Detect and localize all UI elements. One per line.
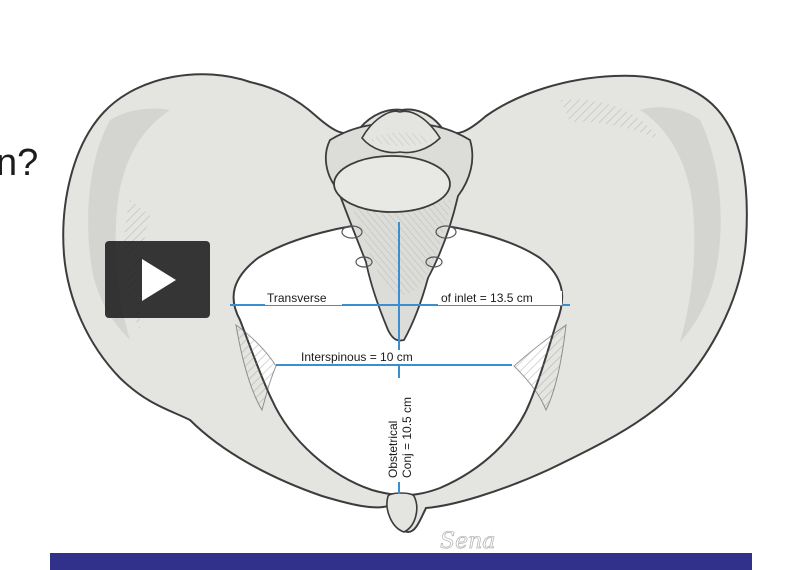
interspinous-label: Interspinous = 10 cm <box>301 350 413 364</box>
obstetrical-label: Obstetrical <box>386 421 400 478</box>
conjugate-value-label: Conj = 10.5 cm <box>400 397 414 478</box>
question-text-fragment: n? <box>0 142 39 184</box>
slide-footer-bar <box>50 553 752 570</box>
artist-signature: Sena <box>440 529 495 554</box>
transverse-label: Transverse <box>267 291 327 305</box>
play-icon <box>141 258 176 301</box>
vertebral-body <box>333 155 451 213</box>
pubic-symphysis <box>386 492 418 533</box>
play-button[interactable] <box>105 241 210 318</box>
transverse-inlet-label: of inlet = 13.5 cm <box>441 291 533 305</box>
